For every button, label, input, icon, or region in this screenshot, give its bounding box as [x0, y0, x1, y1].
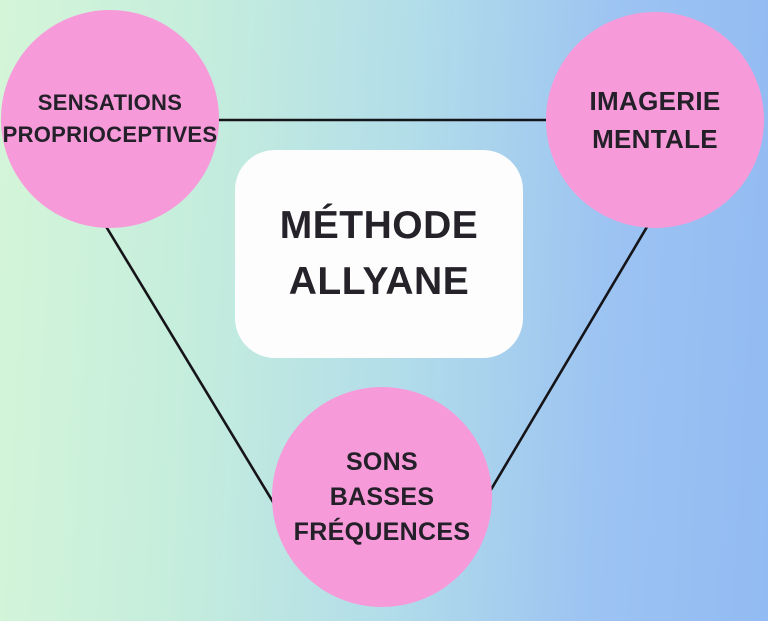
node-label-line: PROPRIOCEPTIVES: [2, 122, 218, 147]
center-card-label: MÉTHODE ALLYANE: [280, 198, 479, 310]
node-label-line: MENTALE: [592, 124, 718, 154]
node-sensations-label: SENSATIONS PROPRIOCEPTIVES: [3, 87, 218, 151]
node-imagerie-label: IMAGERIE MENTALE: [590, 82, 721, 158]
node-sons-basses-frequences: SONS BASSES FRÉQUENCES: [272, 387, 492, 607]
connector-sensations-sons: [88, 199, 292, 531]
connector-imagerie-sons: [468, 204, 662, 526]
node-label-line: SENSATIONS: [37, 90, 183, 115]
node-label-line: BASSES: [329, 482, 435, 511]
node-sons-label: SONS BASSES FRÉQUENCES: [294, 445, 471, 550]
center-card-methode-allyane: MÉTHODE ALLYANE: [235, 150, 523, 358]
node-label-line: SONS: [345, 447, 419, 476]
node-sensations-proprioceptives: SENSATIONS PROPRIOCEPTIVES: [1, 10, 219, 228]
node-imagerie-mentale: IMAGERIE MENTALE: [546, 12, 764, 228]
node-label-line: FRÉQUENCES: [293, 517, 471, 546]
center-label-line: MÉTHODE: [279, 204, 479, 247]
node-label-line: IMAGERIE: [589, 86, 721, 116]
center-label-line: ALLYANE: [288, 260, 470, 303]
